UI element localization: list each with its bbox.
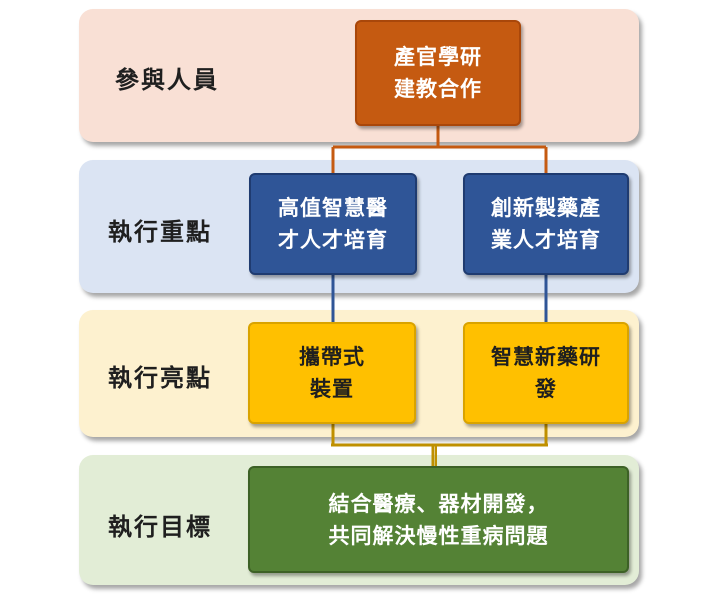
- participants-box: 產官學研 建教合作: [355, 20, 521, 126]
- focus-right-line-2: 業人才培育: [491, 228, 601, 252]
- focus-left-line-1: 高值智慧醫: [278, 196, 388, 220]
- focus-box-medical-talent: 高值智慧醫 才人才培育: [249, 173, 417, 275]
- highlight-right-line-2: 發: [535, 377, 557, 401]
- goal-line-1: 結合醫療、器材開發，: [328, 491, 549, 516]
- highlight-box-portable-device: 攜帶式 裝置: [248, 322, 416, 424]
- row-label-goals: 執行目標: [108, 513, 212, 541]
- highlight-left-line-2: 裝置: [310, 377, 354, 401]
- row-label-highlights: 執行亮點: [108, 364, 212, 392]
- connector-highlights-to-goal: [331, 424, 548, 466]
- highlight-right-line-1: 智慧新藥研: [491, 345, 601, 369]
- participants-line-2: 建教合作: [394, 77, 482, 101]
- focus-box-pharma-talent: 創新製藥產 業人才培育: [463, 173, 629, 275]
- highlight-left-line-1: 攜帶式: [299, 345, 365, 369]
- focus-left-line-2: 才人才培育: [278, 228, 388, 252]
- connector-participants-to-focus: [331, 126, 548, 173]
- participants-line-1: 產官學研: [394, 45, 482, 69]
- row-label-participants: 參與人員: [115, 66, 219, 94]
- highlight-box-smart-drug-rd: 智慧新藥研 發: [463, 322, 629, 424]
- focus-right-line-1: 創新製藥產: [491, 196, 601, 220]
- goal-line-2: 共同解決慢性重病問題: [328, 523, 549, 548]
- goal-box: 結合醫療、器材開發， 共同解決慢性重病問題: [248, 466, 629, 573]
- row-label-focus: 執行重點: [108, 218, 212, 246]
